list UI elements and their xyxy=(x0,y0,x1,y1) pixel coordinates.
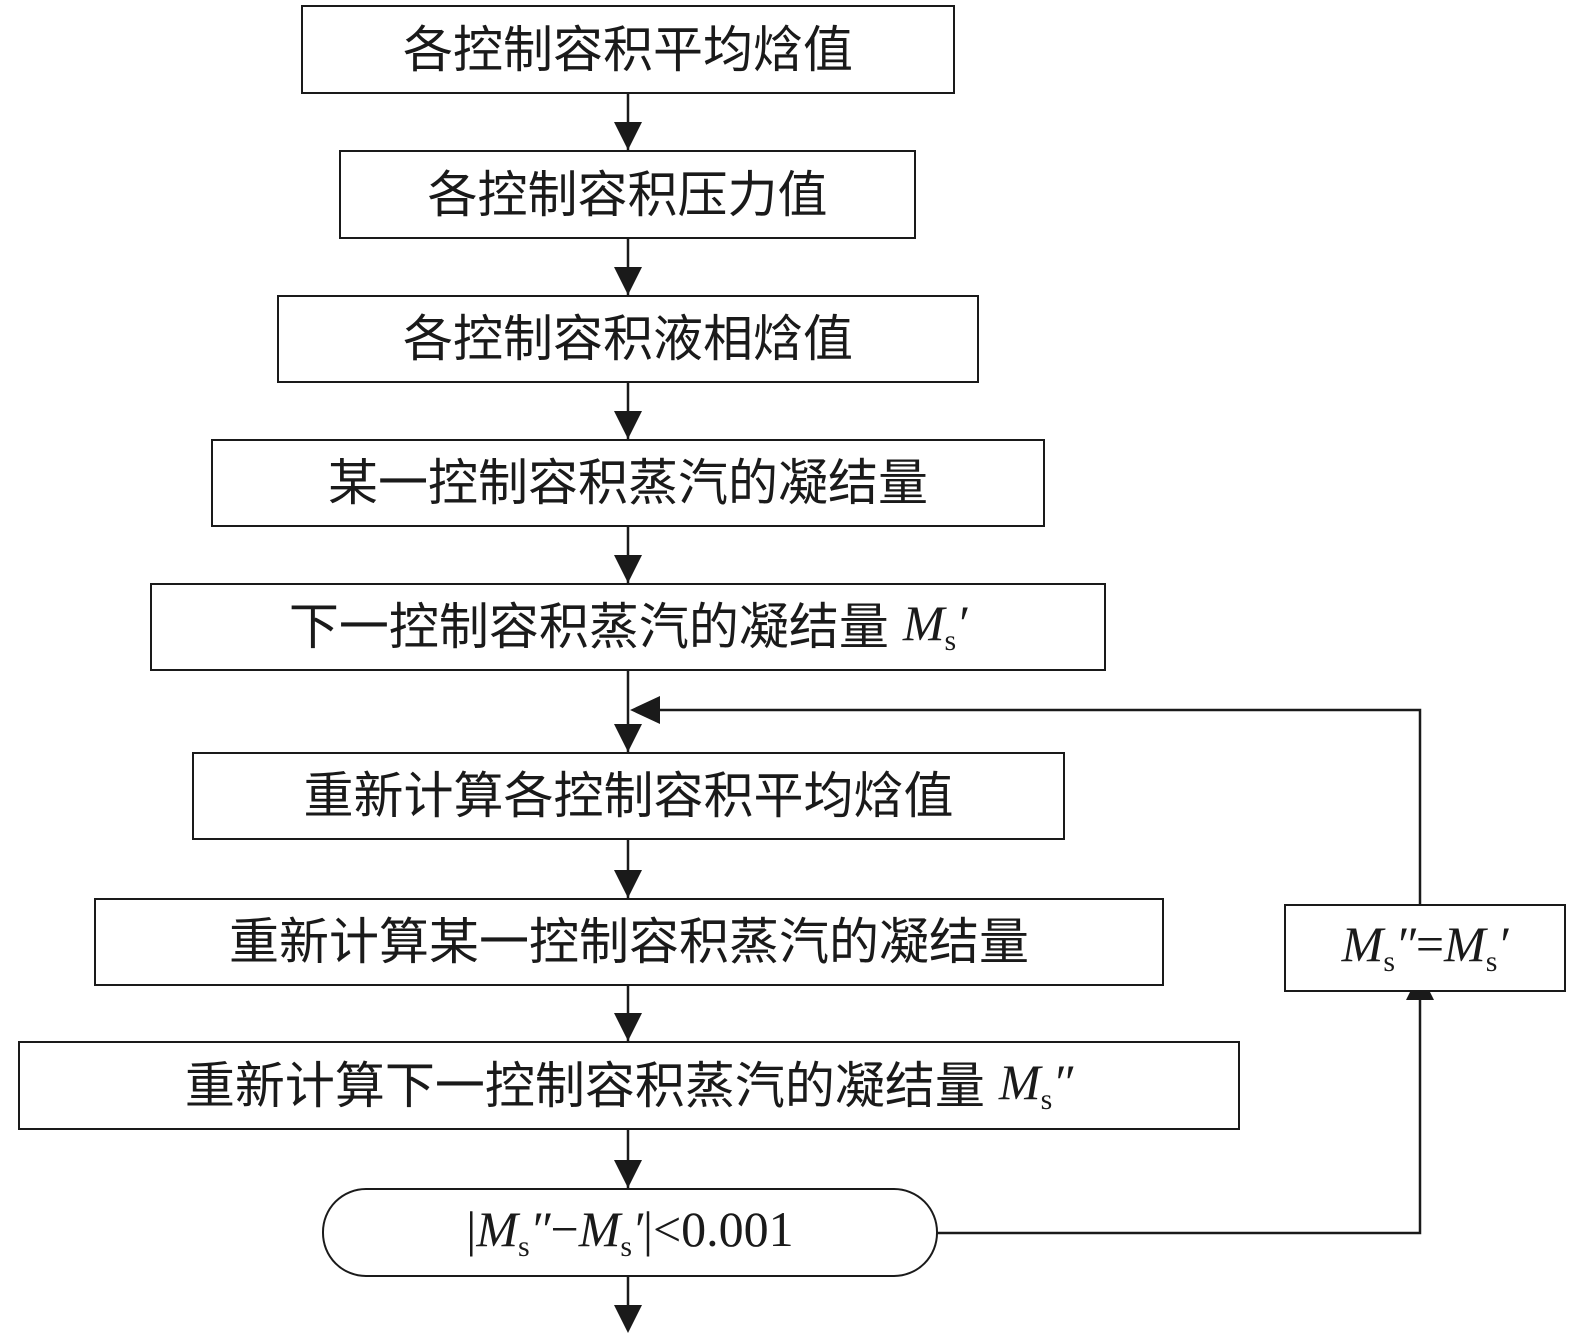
line-decision-to-update xyxy=(930,1000,1422,1235)
node-condensation-current: 某一控制容积蒸汽的凝结量 xyxy=(211,439,1045,527)
node-convergence-check: |Ms″−Ms′|<0.001 xyxy=(322,1188,938,1277)
node-pressure-label: 各控制容积压力值 xyxy=(427,165,828,224)
node-recalc-condensation-current: 重新计算某一控制容积蒸汽的凝结量 xyxy=(94,898,1164,986)
ms-double-prime-symbol: Ms″ xyxy=(998,1053,1074,1116)
arrowhead-exit xyxy=(614,1305,642,1333)
update-assignment: Ms″=Ms′ xyxy=(1341,916,1509,978)
arrowhead-loop xyxy=(630,696,660,724)
arrowhead-n8 xyxy=(614,1013,642,1041)
node-recalc-condensation-next-label: 重新计算下一控制容积蒸汽的凝结量 xyxy=(184,1056,985,1115)
arrowhead-n6 xyxy=(614,724,642,752)
node-update-ms: Ms″=Ms′ xyxy=(1284,904,1566,992)
arrowhead-n7 xyxy=(614,870,642,898)
node-condensation-current-label: 某一控制容积蒸汽的凝结量 xyxy=(328,454,928,512)
arrowhead-n2 xyxy=(614,122,642,150)
node-recalc-average-enthalpy: 重新计算各控制容积平均焓值 xyxy=(192,752,1065,840)
node-condensation-next-label: 下一控制容积蒸汽的凝结量 xyxy=(288,598,889,656)
line-update-loop xyxy=(660,708,1422,904)
node-liquid-enthalpy: 各控制容积液相焓值 xyxy=(277,295,979,383)
node-average-enthalpy-label: 各控制容积平均焓值 xyxy=(403,20,853,79)
ms-prime-symbol: Ms′ xyxy=(902,595,968,657)
arrowhead-n3 xyxy=(614,267,642,295)
node-recalc-condensation-current-label: 重新计算某一控制容积蒸汽的凝结量 xyxy=(229,913,1029,971)
node-condensation-next: 下一控制容积蒸汽的凝结量 Ms′ xyxy=(150,583,1106,671)
convergence-condition: |Ms″−Ms′|<0.001 xyxy=(466,1200,794,1263)
node-liquid-enthalpy-label: 各控制容积液相焓值 xyxy=(403,310,853,368)
arrowhead-n4 xyxy=(614,411,642,439)
node-recalc-average-enthalpy-label: 重新计算各控制容积平均焓值 xyxy=(303,767,954,825)
arrowhead-decision xyxy=(614,1160,642,1188)
node-recalc-condensation-next: 重新计算下一控制容积蒸汽的凝结量 Ms″ xyxy=(18,1041,1240,1130)
node-average-enthalpy: 各控制容积平均焓值 xyxy=(301,5,955,94)
arrowhead-n5 xyxy=(614,555,642,583)
node-pressure: 各控制容积压力值 xyxy=(339,150,916,239)
